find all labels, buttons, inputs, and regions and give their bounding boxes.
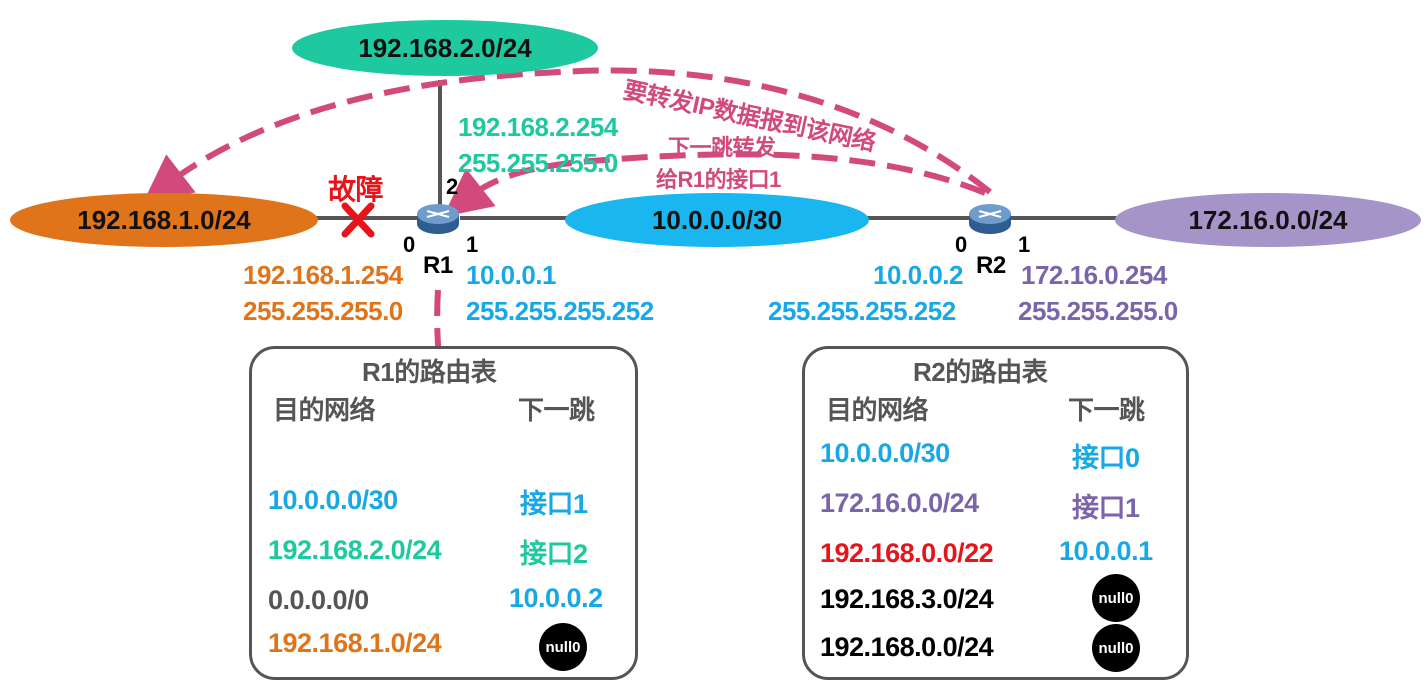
r2-row5-dest: 192.168.0.0/24 xyxy=(820,632,994,662)
r1-table-col-next: 下一跳 xyxy=(518,395,595,425)
network-left-label: 192.168.1.0/24 xyxy=(77,204,251,235)
r2-row5-null0-badge: null0 xyxy=(1092,624,1140,672)
r2-if0-mask: 255.255.255.252 xyxy=(768,296,956,326)
r2-table-title: R2的路由表 xyxy=(913,357,1048,387)
r2-if0-number: 0 xyxy=(955,232,967,257)
r2-table-col-next: 下一跳 xyxy=(1068,395,1145,425)
r1-row1-dest: 10.0.0.0/30 xyxy=(268,485,398,515)
r1-row2-next: 接口2 xyxy=(520,539,588,569)
r1-if0-ip: 192.168.1.254 xyxy=(243,260,403,290)
network-top-label: 192.168.2.0/24 xyxy=(358,32,532,63)
r2-label: R2 xyxy=(976,252,1006,279)
r1-if0-number: 0 xyxy=(403,232,415,257)
fault-label: 故障 xyxy=(328,174,384,205)
r1-if0-mask: 255.255.255.0 xyxy=(243,296,403,326)
r2-row1-dest: 10.0.0.0/30 xyxy=(820,438,950,468)
r1-row3-dest: 0.0.0.0/0 xyxy=(268,585,369,615)
r2-if1-number: 1 xyxy=(1018,232,1030,257)
r2-row4-null0-badge: null0 xyxy=(1092,574,1140,622)
r1-if1-mask: 255.255.255.252 xyxy=(466,296,654,326)
r2-row1-next: 接口0 xyxy=(1072,443,1140,473)
r1-row4-next: null0 xyxy=(545,638,581,656)
router-r1-icon xyxy=(415,202,461,236)
r1-if2-mask: 255.255.255.0 xyxy=(458,148,618,178)
r1-row2-dest: 192.168.2.0/24 xyxy=(268,535,442,565)
r2-row5-next: null0 xyxy=(1098,639,1134,657)
router-r2-icon xyxy=(967,202,1013,236)
next-hop-annotation-line2: 给R1的接口1 xyxy=(656,167,781,192)
r1-row3-next: 10.0.0.2 xyxy=(509,583,603,613)
r2-row3-next: 10.0.0.1 xyxy=(1059,536,1153,566)
r2-if0-ip: 10.0.0.2 xyxy=(873,260,963,290)
r2-if1-mask: 255.255.255.0 xyxy=(1018,296,1178,326)
network-middle: 10.0.0.0/30 xyxy=(565,193,869,247)
r1-if2-ip: 192.168.2.254 xyxy=(458,112,618,142)
r1-row1-next: 接口1 xyxy=(520,489,588,519)
next-hop-annotation-line1: 下一跳转发 xyxy=(668,135,776,160)
fault-x-icon xyxy=(341,202,375,238)
r1-table-title: R1的路由表 xyxy=(362,357,497,387)
r2-row2-next: 接口1 xyxy=(1072,493,1140,523)
r1-if1-number: 1 xyxy=(466,232,478,257)
network-right-label: 172.16.0.0/24 xyxy=(1188,204,1348,235)
r2-table-col-dest: 目的网络 xyxy=(826,395,929,425)
r1-if1-ip: 10.0.0.1 xyxy=(466,260,556,290)
r1-if2-number: 2 xyxy=(446,174,458,199)
network-top: 192.168.2.0/24 xyxy=(292,20,598,76)
next-hop-arrow xyxy=(443,151,987,217)
network-middle-label: 10.0.0.0/30 xyxy=(651,204,783,235)
network-right: 172.16.0.0/24 xyxy=(1115,193,1421,247)
r2-row3-dest: 192.168.0.0/22 xyxy=(820,538,994,568)
r2-row2-dest: 172.16.0.0/24 xyxy=(820,488,979,518)
r2-routing-table xyxy=(802,346,1189,680)
r2-row4-next: null0 xyxy=(1098,589,1134,607)
r1-table-col-dest: 目的网络 xyxy=(273,395,376,425)
r1-row4-null0-badge: null0 xyxy=(539,623,587,671)
r2-row4-dest: 192.168.3.0/24 xyxy=(820,584,994,614)
forward-arrow xyxy=(143,67,992,203)
r2-if1-ip: 172.16.0.254 xyxy=(1021,260,1167,290)
network-left: 192.168.1.0/24 xyxy=(10,193,318,247)
r1-label: R1 xyxy=(423,252,453,279)
r1-row4-dest: 192.168.1.0/24 xyxy=(268,628,442,658)
